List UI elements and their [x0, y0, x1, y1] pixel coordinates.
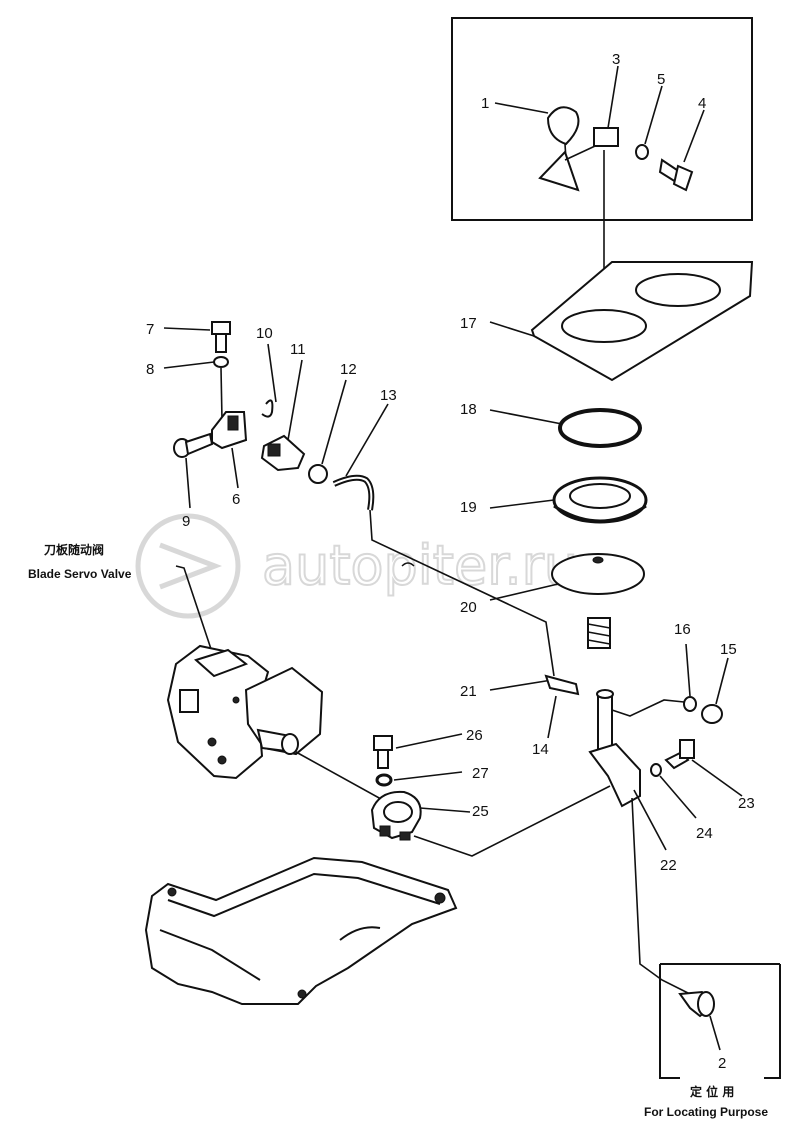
watermark: autopiter.ru	[135, 513, 579, 619]
lever-part	[538, 150, 580, 192]
block-part-11	[260, 434, 306, 472]
callout-13: 13	[380, 387, 397, 404]
bracket-part-6	[211, 411, 248, 450]
callout-23: 23	[738, 795, 755, 812]
blade-servo-valve-body	[166, 644, 324, 780]
callout-15: 15	[720, 641, 737, 658]
callout-6: 6	[232, 491, 240, 508]
clamp-part-25	[370, 790, 422, 841]
lever-part-22	[588, 689, 641, 808]
callout-10: 10	[256, 325, 273, 342]
callout-5: 5	[657, 71, 665, 88]
callout-22: 22	[660, 857, 677, 874]
washer-part-24	[650, 763, 662, 777]
callout-19: 19	[460, 499, 477, 516]
callout-27: 27	[472, 765, 489, 782]
callout-4: 4	[698, 95, 706, 112]
pin-part-14	[544, 674, 580, 696]
callout-26: 26	[466, 727, 483, 744]
seal-part-19	[552, 476, 648, 524]
callout-25: 25	[472, 803, 489, 820]
callout-3: 3	[612, 51, 620, 68]
callout-17: 17	[460, 315, 477, 332]
callout-18: 18	[460, 401, 477, 418]
bolt-part-26	[373, 735, 393, 769]
nut-part-15	[701, 704, 723, 724]
callout-9: 9	[182, 513, 190, 530]
clip-part-16	[683, 696, 697, 712]
bolt-part-7	[211, 321, 231, 353]
washer-part-8	[213, 356, 229, 368]
watermark-text: autopiter.ru	[262, 534, 578, 597]
locating-inset-box: 2 定 位 用 For Locating Purpose	[644, 963, 781, 1119]
bracket-part-3	[593, 127, 619, 147]
callout-16: 16	[674, 621, 691, 638]
plate-part-17	[530, 261, 754, 382]
blade-servo-valve-cn: 刀板随动阀	[44, 542, 104, 557]
callout-11: 11	[290, 341, 306, 358]
callout-2: 2	[718, 1055, 726, 1072]
callout-12: 12	[340, 361, 357, 378]
washer-part-5	[635, 144, 649, 160]
disc-part-20	[551, 553, 645, 595]
bottom-frame-bracket	[144, 856, 458, 1005]
knob-part-1	[546, 106, 580, 146]
washer-part-27	[375, 773, 393, 787]
pin-part-9	[173, 432, 214, 458]
locating-purpose-cn: 定 位 用	[690, 1084, 734, 1099]
callout-20: 20	[460, 599, 477, 616]
lever-inset-box: 1 3 5 4	[451, 17, 753, 221]
callout-1: 1	[481, 95, 489, 112]
ring-part-18	[558, 408, 642, 448]
callout-7: 7	[146, 321, 154, 338]
spring-part-21	[587, 617, 611, 649]
callout-21: 21	[460, 683, 477, 700]
nut-part-12	[308, 464, 328, 484]
callout-14: 14	[532, 741, 549, 758]
blade-servo-valve-en: Blade Servo Valve	[28, 567, 132, 581]
callout-8: 8	[146, 361, 154, 378]
locating-purpose-en: For Locating Purpose	[644, 1105, 768, 1119]
callout-24: 24	[696, 825, 713, 842]
cotter-part-10	[261, 399, 274, 418]
